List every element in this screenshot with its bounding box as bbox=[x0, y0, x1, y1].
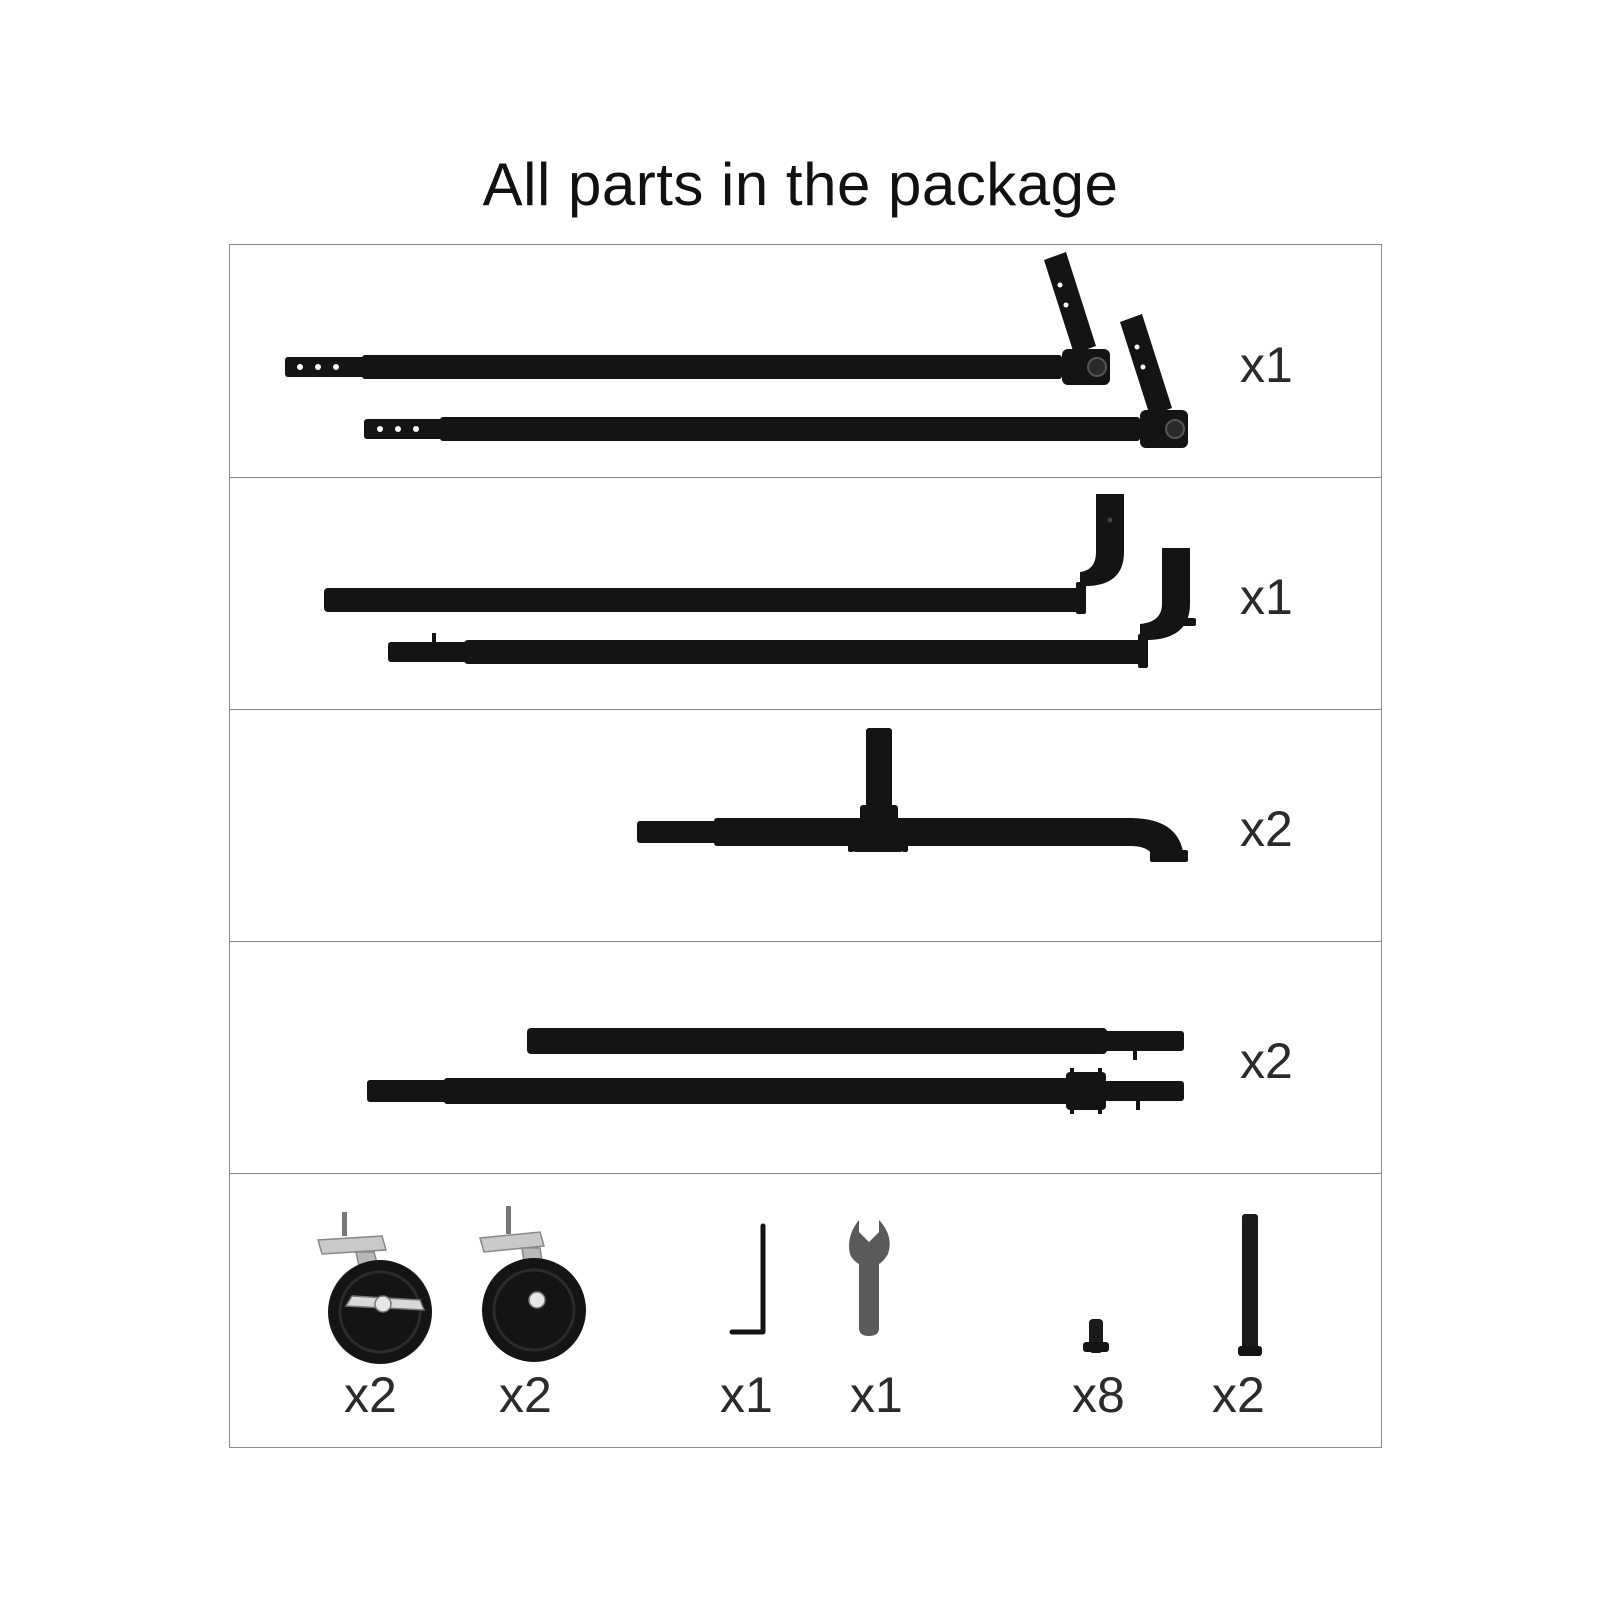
parts-panel bbox=[229, 244, 1382, 1448]
straight-top-rod-icon bbox=[527, 1028, 1184, 1060]
angled-top-rod-icon bbox=[285, 252, 1110, 385]
wrench-quantity: x1 bbox=[850, 1367, 903, 1423]
short-screw-quantity: x8 bbox=[1072, 1367, 1125, 1423]
l-shaped-bottom-rod-icon bbox=[388, 548, 1196, 668]
row-3-quantity: x2 bbox=[1240, 801, 1293, 857]
allen-key-quantity: x1 bbox=[720, 1367, 773, 1423]
swivel-caster-icon bbox=[479, 1206, 586, 1362]
caster-quantity: x2 bbox=[499, 1367, 552, 1423]
t-shaped-rod-icon bbox=[637, 728, 1188, 862]
swivel-caster-with-brake-icon bbox=[317, 1212, 432, 1364]
short-screw-icon bbox=[1083, 1319, 1109, 1353]
wrench-icon bbox=[849, 1220, 890, 1336]
row-divider bbox=[230, 941, 1381, 942]
row-1-quantity: x1 bbox=[1240, 337, 1293, 393]
row-4-quantity: x2 bbox=[1240, 1033, 1293, 1089]
straight-bottom-rod-icon bbox=[367, 1068, 1184, 1114]
allen-key-icon bbox=[729, 1223, 766, 1335]
row-2-quantity: x1 bbox=[1240, 569, 1293, 625]
l-shaped-top-rod-icon bbox=[324, 494, 1124, 614]
long-bolt-quantity: x2 bbox=[1212, 1367, 1265, 1423]
row-divider bbox=[230, 709, 1381, 710]
caster-brake-quantity: x2 bbox=[344, 1367, 397, 1423]
row-divider bbox=[230, 1173, 1381, 1174]
angled-bottom-rod-icon bbox=[364, 314, 1188, 448]
page-title: All parts in the package bbox=[482, 151, 1119, 218]
row-divider bbox=[230, 477, 1381, 478]
long-bolt-icon bbox=[1238, 1214, 1262, 1356]
